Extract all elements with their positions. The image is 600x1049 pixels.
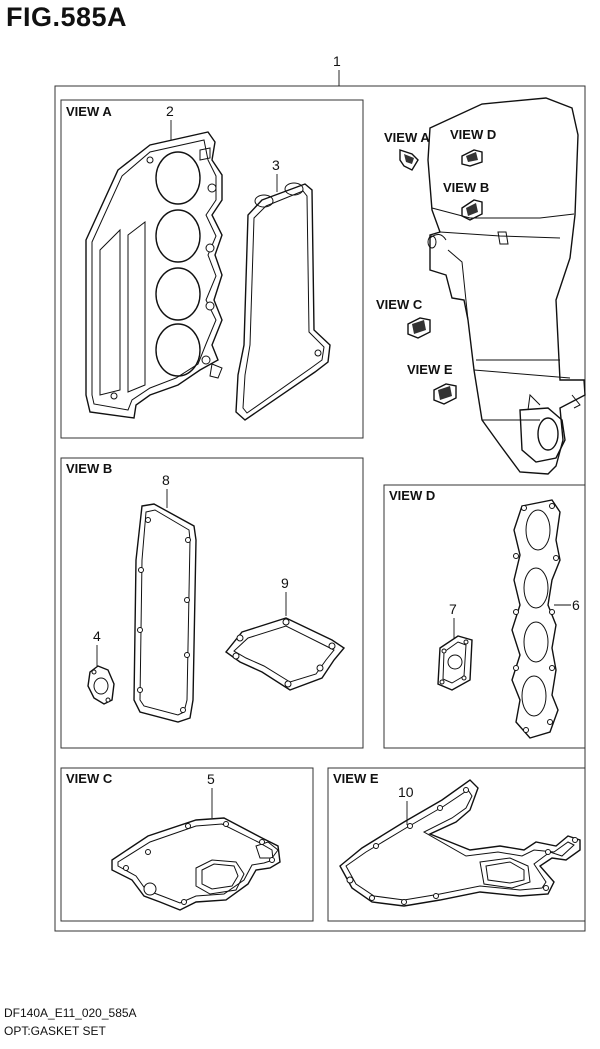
view-a-box [60, 99, 364, 439]
arrow-view-e-icon [433, 383, 457, 405]
arrow-view-a-fill [404, 154, 414, 164]
part-number-8: 8 [162, 472, 170, 488]
part-number-7: 7 [449, 601, 457, 617]
outer-frame [54, 85, 586, 932]
view-c-label: VIEW C [66, 771, 113, 786]
view-d-label: VIEW D [389, 488, 435, 503]
view-a-label: VIEW A [66, 104, 112, 119]
part-number-2: 2 [166, 103, 174, 119]
arrow-view-b-icon [461, 199, 483, 221]
long-gasket-10 [339, 779, 581, 907]
view-a-panel: VIEW A 2 [60, 99, 364, 439]
part-number-10: 10 [398, 784, 414, 800]
lower-gasket-5 [111, 817, 281, 911]
part-number-9: 9 [281, 575, 289, 591]
cylinder-head-gasket [85, 131, 223, 419]
manifold-gasket-6 [511, 499, 561, 739]
arrow-view-e-fill [438, 386, 452, 400]
outboard-motor-illustration [427, 97, 586, 475]
footer-figure-name: OPT:GASKET SET [4, 1024, 106, 1038]
part-number-4: 4 [93, 628, 101, 644]
arrow-view-c-icon [407, 317, 431, 339]
small-gasket-4 [87, 665, 115, 705]
engine-view-c-label: VIEW C [376, 297, 423, 312]
footer-figure-code: DF140A_E11_020_585A [4, 1006, 137, 1020]
arrow-view-c-fill [412, 320, 426, 334]
view-d-panel: VIEW D 6 [383, 484, 586, 749]
engine-view-markers: VIEW A VIEW D VIEW B VIEW C VIEW E [376, 127, 496, 405]
view-b-panel: VIEW B 8 4 [60, 457, 364, 749]
arrow-view-d-icon [461, 149, 483, 167]
view-b-box [60, 457, 364, 749]
arrow-view-b-fill [466, 203, 478, 216]
part-number-5: 5 [207, 771, 215, 787]
plate-gasket-9 [224, 617, 346, 691]
engine-view-b-label: VIEW B [443, 180, 489, 195]
part-number-6: 6 [572, 597, 580, 613]
engine-view-a-label: VIEW A [384, 130, 430, 145]
long-gasket-8 [133, 503, 197, 723]
part-number-3: 3 [272, 157, 280, 173]
arrow-view-a-icon [399, 149, 419, 171]
figure-title: FIG.585A [6, 2, 128, 32]
view-e-panel: VIEW E 10 [327, 767, 586, 922]
engine-view-d-label: VIEW D [450, 127, 496, 142]
view-c-box [60, 767, 314, 922]
cover-gasket [235, 182, 331, 421]
part-number-1: 1 [333, 53, 341, 69]
view-d-box [383, 484, 586, 749]
engine-view-e-label: VIEW E [407, 362, 453, 377]
view-e-label: VIEW E [333, 771, 379, 786]
square-gasket-7 [437, 635, 473, 691]
view-e-box [327, 767, 586, 922]
view-c-panel: VIEW C 5 [60, 767, 314, 922]
arrow-view-d-fill [466, 152, 478, 162]
view-b-label: VIEW B [66, 461, 112, 476]
